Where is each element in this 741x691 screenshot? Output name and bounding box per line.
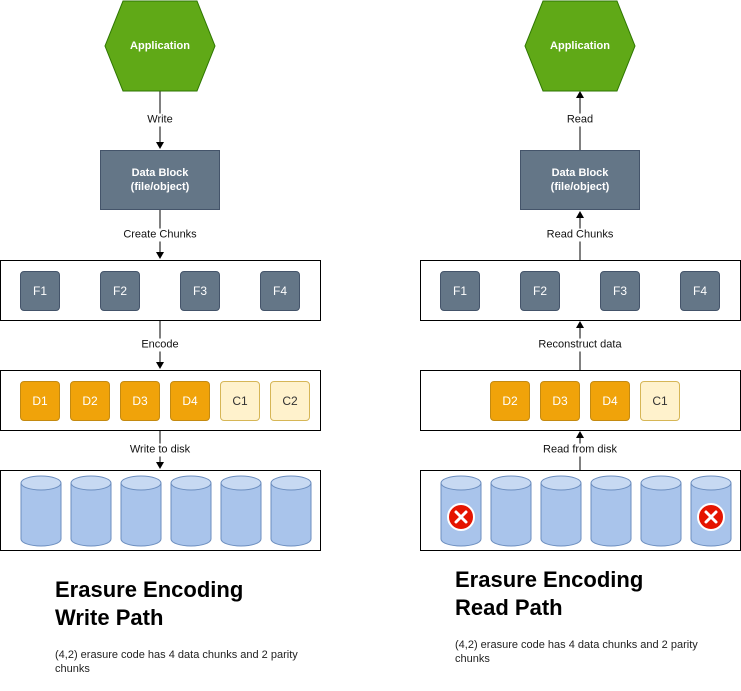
write-label: Write <box>146 113 174 127</box>
title-line-2: Read Path <box>455 595 563 620</box>
application-label: Application <box>130 40 190 52</box>
disk-icon <box>270 475 312 547</box>
parity-chunk-c2: C2 <box>270 381 310 421</box>
read-path-title: Erasure Encoding Read Path <box>455 566 715 622</box>
chunk-f3: F3 <box>600 271 640 311</box>
data-chunk-d3: D3 <box>540 381 580 421</box>
disk-array <box>20 475 312 547</box>
title-line-1: Erasure Encoding <box>455 567 644 592</box>
data-chunk-d2: D2 <box>490 381 530 421</box>
write-to-disk-label: Write to disk <box>128 443 192 457</box>
application-hexagon <box>104 0 216 92</box>
disk-array <box>440 475 732 547</box>
chunk-container: F1 F2 F3 F4 <box>0 260 321 321</box>
disk-failed-icon <box>447 503 475 531</box>
create-chunks-label: Create Chunks <box>122 228 198 242</box>
parity-chunk-c1: C1 <box>220 381 260 421</box>
encoded-chunk-container: D1 D2 D3 D4 C1 C2 <box>0 370 321 431</box>
data-chunk-d4: D4 <box>170 381 210 421</box>
disk-icon <box>120 475 162 547</box>
parity-chunk-c1: C1 <box>640 381 680 421</box>
chunk-f2: F2 <box>520 271 560 311</box>
disk-failed-icon <box>697 503 725 531</box>
data-chunk-d2: D2 <box>70 381 110 421</box>
chunk-f4: F4 <box>260 271 300 311</box>
disk-icon <box>490 475 532 547</box>
read-from-disk-label: Read from disk <box>542 443 618 457</box>
data-block-subtitle: (file/object) <box>130 181 190 193</box>
disk-icon <box>690 475 732 547</box>
encoded-chunk-container: D2 D3 D4 C1 <box>420 370 741 431</box>
disk-icon <box>640 475 682 547</box>
read-chunks-label: Read Chunks <box>545 228 615 242</box>
data-block: Data Block (file/object) <box>100 150 220 210</box>
application-hexagon <box>524 0 636 92</box>
disk-icon <box>70 475 112 547</box>
data-chunk-d4: D4 <box>590 381 630 421</box>
read-label: Read <box>565 113 595 127</box>
chunk-container: F1 F2 F3 F4 <box>420 260 741 321</box>
chunk-f2: F2 <box>100 271 140 311</box>
read-path-note: (4,2) erasure code has 4 data chunks and… <box>455 639 698 665</box>
write-path-title: Erasure Encoding Write Path <box>55 576 315 632</box>
application-label: Application <box>550 40 610 52</box>
disk-icon <box>20 475 62 547</box>
disk-icon <box>590 475 632 547</box>
chunk-f1: F1 <box>20 271 60 311</box>
reconstruct-data-label: Reconstruct data <box>537 338 623 352</box>
chunk-f1: F1 <box>440 271 480 311</box>
write-path-note: (4,2) erasure code has 4 data chunks and… <box>55 649 298 675</box>
data-chunk-d3: D3 <box>120 381 160 421</box>
disk-icon <box>220 475 262 547</box>
title-line-1: Erasure Encoding <box>55 577 244 602</box>
chunk-f4: F4 <box>680 271 720 311</box>
data-block-subtitle: (file/object) <box>550 181 610 193</box>
disk-icon <box>540 475 582 547</box>
title-line-2: Write Path <box>55 605 164 630</box>
disk-icon <box>170 475 212 547</box>
data-chunk-d1: D1 <box>20 381 60 421</box>
chunk-f3: F3 <box>180 271 220 311</box>
encode-label: Encode <box>140 338 180 352</box>
data-block: Data Block (file/object) <box>520 150 640 210</box>
data-block-title: Data Block <box>551 167 609 179</box>
disk-container <box>0 470 321 551</box>
disk-container <box>420 470 741 551</box>
data-block-title: Data Block <box>131 167 189 179</box>
